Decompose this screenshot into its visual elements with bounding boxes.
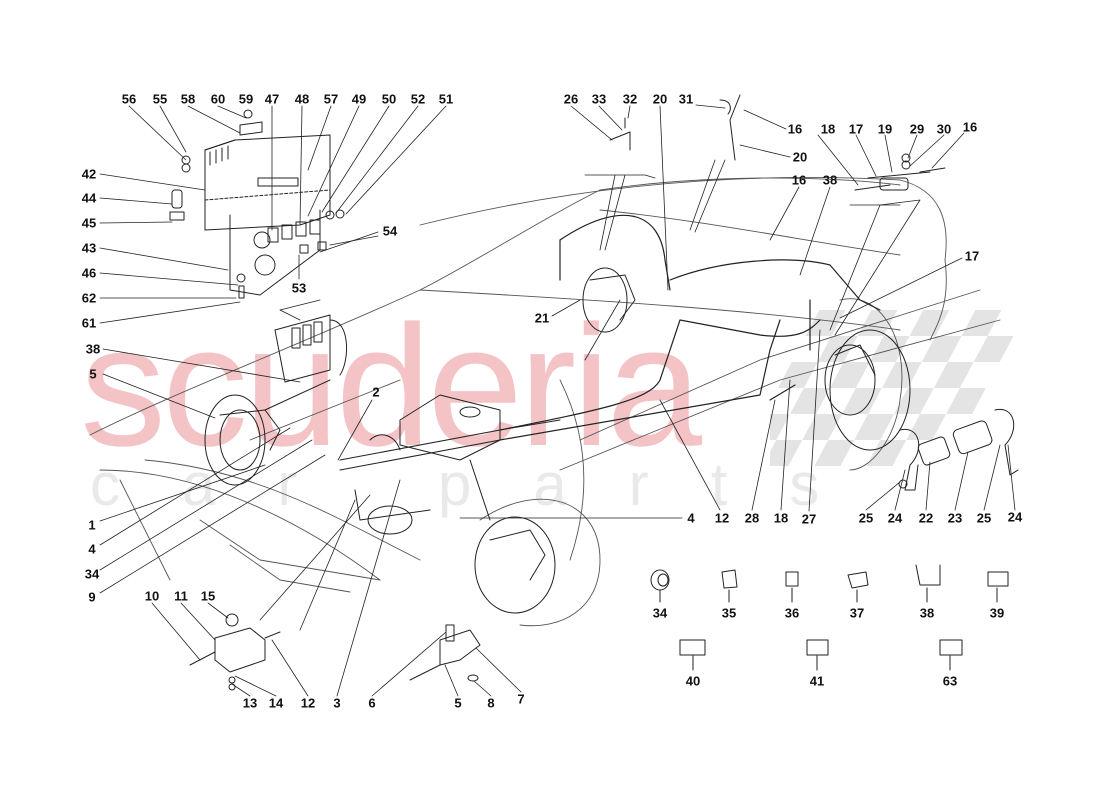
callout-12: 12 <box>714 510 730 526</box>
callout-60: 60 <box>210 91 226 107</box>
callout-30: 30 <box>936 121 952 137</box>
lower-brake-disc-drawing <box>474 516 556 614</box>
callout-56: 56 <box>121 91 137 107</box>
callout-24: 24 <box>1007 509 1023 525</box>
callout-7: 7 <box>517 691 525 707</box>
callout-2: 2 <box>372 384 380 400</box>
callout-18: 18 <box>820 121 836 137</box>
callout-39: 39 <box>989 605 1005 621</box>
callout-9: 9 <box>88 589 96 605</box>
callout-18: 18 <box>773 510 789 526</box>
callout-34: 34 <box>84 566 100 582</box>
callout-8: 8 <box>487 695 495 711</box>
callout-49: 49 <box>351 91 367 107</box>
callout-25: 25 <box>858 510 874 526</box>
callout-24: 24 <box>887 510 903 526</box>
pipe-junction-drawing <box>609 94 946 191</box>
car-body-outline <box>89 176 1001 627</box>
callout-31: 31 <box>678 91 694 107</box>
right-brake-disc-drawing <box>824 329 911 451</box>
callout-41: 41 <box>809 673 825 689</box>
callout-14: 14 <box>268 695 284 711</box>
leader-lines <box>99 104 1016 697</box>
left-brake-disc-drawing <box>204 379 331 486</box>
callout-19: 19 <box>877 121 893 137</box>
callout-36: 36 <box>784 605 800 621</box>
watermark-subtitle: car parts <box>90 451 882 518</box>
watermark-brand: scuderia <box>80 290 702 482</box>
callout-21: 21 <box>534 310 550 326</box>
master-cylinder-drawing <box>339 394 561 535</box>
callout-33: 33 <box>591 91 607 107</box>
callout-32: 32 <box>622 91 638 107</box>
callout-17: 17 <box>848 121 864 137</box>
callout-53: 53 <box>291 280 307 296</box>
callout-63: 63 <box>942 673 958 689</box>
callout-29: 29 <box>909 121 925 137</box>
callout-6: 6 <box>368 695 376 711</box>
callout-38: 38 <box>919 605 935 621</box>
callout-10: 10 <box>144 588 160 604</box>
callout-61: 61 <box>81 315 97 331</box>
callout-52: 52 <box>410 91 426 107</box>
callout-13: 13 <box>242 695 258 711</box>
sensor-assembly-drawing <box>898 408 1019 491</box>
callout-16: 16 <box>787 121 803 137</box>
callout-20: 20 <box>652 91 668 107</box>
callout-50: 50 <box>381 91 397 107</box>
callout-43: 43 <box>81 240 97 256</box>
callout-5: 5 <box>454 695 462 711</box>
callout-22: 22 <box>918 510 934 526</box>
callout-40: 40 <box>685 673 701 689</box>
detached-clips-drawing <box>650 564 1009 671</box>
callout-20: 20 <box>792 149 808 165</box>
callout-35: 35 <box>721 605 737 621</box>
callout-4: 4 <box>88 541 96 557</box>
callout-4: 4 <box>687 510 695 526</box>
callout-37: 37 <box>849 605 865 621</box>
callout-57: 57 <box>323 91 339 107</box>
callout-15: 15 <box>200 588 216 604</box>
front-brake-disc-top-drawing <box>582 267 636 333</box>
callout-17: 17 <box>964 248 980 264</box>
callout-47: 47 <box>264 91 280 107</box>
callout-58: 58 <box>180 91 196 107</box>
callout-59: 59 <box>238 91 254 107</box>
callout-16: 16 <box>791 172 807 188</box>
relay-box-drawing <box>274 314 348 383</box>
brake-lines-drawing <box>499 214 881 441</box>
callout-44: 44 <box>81 190 97 206</box>
callout-23: 23 <box>947 510 963 526</box>
callout-42: 42 <box>81 166 97 182</box>
callout-26: 26 <box>563 91 579 107</box>
callout-28: 28 <box>744 510 760 526</box>
callout-34: 34 <box>652 605 668 621</box>
callout-48: 48 <box>294 91 310 107</box>
callout-62: 62 <box>81 290 97 306</box>
junction-block-drawing <box>189 613 281 691</box>
callout-3: 3 <box>333 695 341 711</box>
callout-55: 55 <box>152 91 168 107</box>
callout-54: 54 <box>382 223 398 239</box>
callout-46: 46 <box>81 265 97 281</box>
callout-5: 5 <box>89 366 97 382</box>
callout-11: 11 <box>174 588 188 604</box>
callout-25: 25 <box>976 510 992 526</box>
callout-38: 38 <box>822 172 838 188</box>
abs-control-unit-drawing <box>169 109 345 299</box>
callout-51: 51 <box>438 91 454 107</box>
callout-16: 16 <box>962 119 978 135</box>
callout-45: 45 <box>81 215 97 231</box>
callout-38: 38 <box>85 341 101 357</box>
callout-1: 1 <box>88 517 96 533</box>
caliper-detail-drawing <box>409 624 481 682</box>
callout-12: 12 <box>300 695 316 711</box>
callout-27: 27 <box>801 511 817 527</box>
